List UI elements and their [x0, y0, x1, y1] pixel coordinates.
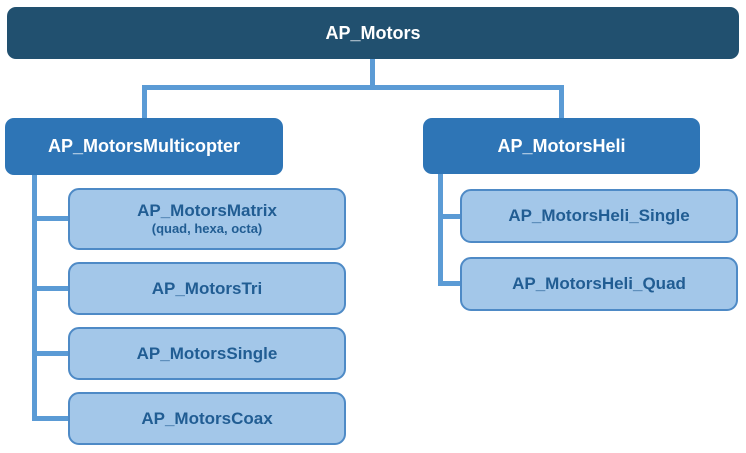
node-ap-motorstri: AP_MotorsTri: [68, 262, 346, 315]
node-ap-motors-label: AP_Motors: [325, 22, 421, 43]
node-ap-motorsmatrix-sublabel: (quad, hexa, octa): [151, 220, 263, 236]
connector-stub-tri: [32, 286, 68, 291]
connector-stub-coax: [32, 416, 68, 421]
node-ap-motorsmatrix-label: AP_MotorsMatrix: [137, 201, 277, 221]
connector-drop-heli: [559, 88, 564, 118]
node-ap-motors: AP_Motors: [7, 7, 739, 59]
connector-stub-heli-quad: [438, 281, 460, 286]
node-ap-motorsmulticopter-label: AP_MotorsMulticopter: [47, 136, 240, 157]
connector-main-horizontal: [142, 85, 564, 90]
node-ap-motorsheli: AP_MotorsHeli: [423, 118, 700, 174]
connector-root-stem: [370, 59, 375, 87]
connector-stub-heli-single: [438, 214, 460, 219]
node-ap-motorssingle: AP_MotorsSingle: [68, 327, 346, 380]
node-ap-motorsmulticopter: AP_MotorsMulticopter: [5, 118, 283, 175]
connector-drop-multicopter: [142, 88, 147, 118]
node-ap-motorsheli-single: AP_MotorsHeli_Single: [460, 189, 738, 243]
connector-multicopter-trunk: [32, 174, 37, 421]
node-ap-motorsmatrix: AP_MotorsMatrix (quad, hexa, octa): [68, 188, 346, 250]
connector-stub-single: [32, 351, 68, 356]
node-ap-motorsheli-label: AP_MotorsHeli: [497, 135, 626, 156]
node-ap-motorsheli-single-label: AP_MotorsHeli_Single: [508, 206, 690, 226]
node-ap-motorscoax: AP_MotorsCoax: [68, 392, 346, 445]
node-ap-motorstri-label: AP_MotorsTri: [151, 278, 263, 298]
connector-heli-trunk: [438, 173, 443, 286]
connector-stub-matrix: [32, 216, 68, 221]
node-ap-motorsheli-quad-label: AP_MotorsHeli_Quad: [512, 274, 686, 294]
node-ap-motorscoax-label: AP_MotorsCoax: [141, 408, 273, 428]
node-ap-motorsheli-quad: AP_MotorsHeli_Quad: [460, 257, 738, 311]
node-ap-motorssingle-label: AP_MotorsSingle: [136, 343, 278, 363]
